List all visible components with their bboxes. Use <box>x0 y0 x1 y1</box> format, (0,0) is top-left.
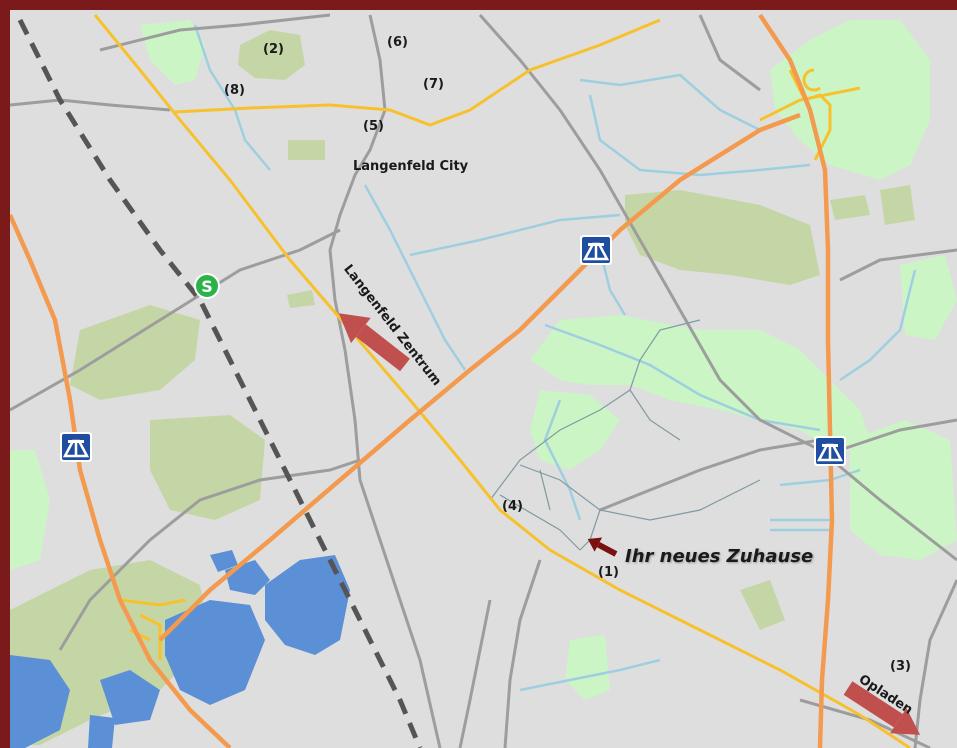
green-area-west <box>10 450 50 570</box>
olive-area-west <box>70 305 200 400</box>
marker-6: (6) <box>387 35 408 50</box>
grey-roads <box>10 13 957 748</box>
major-road-east <box>758 13 835 748</box>
street-1 <box>489 319 701 501</box>
olive-area-northeast-small <box>830 195 870 220</box>
lake-2 <box>265 555 350 655</box>
olive-area-north <box>238 30 305 80</box>
grey-road-9 <box>839 418 957 452</box>
grey-road-3 <box>328 14 387 351</box>
yellow-road-northeast <box>759 86 861 122</box>
grey-road-10 <box>913 579 957 748</box>
marker-5: (5) <box>363 119 384 134</box>
arrow-opladen <box>843 681 921 735</box>
olive-area-small-south <box>740 580 785 630</box>
stream-5 <box>588 94 811 177</box>
local-streets <box>489 319 761 551</box>
marker-8: (8) <box>224 83 245 98</box>
yellow-road-diagonal <box>93 14 911 748</box>
major-road-west <box>10 214 232 748</box>
green-area-southeast <box>850 420 957 560</box>
lakes <box>10 550 350 748</box>
olive-area-small <box>288 140 325 160</box>
grey-road-11 <box>599 438 821 512</box>
s-bahn-letter: S <box>201 277 213 296</box>
grey-road-8 <box>839 248 957 282</box>
stream-6 <box>544 323 821 432</box>
stream-3 <box>409 213 621 257</box>
street-2 <box>519 464 601 511</box>
green-areas <box>10 20 957 700</box>
marker-7: (7) <box>423 77 444 92</box>
grey-road-2 <box>99 13 331 52</box>
marker-2: (2) <box>263 42 284 57</box>
major-road-diagonal <box>158 112 801 642</box>
olive-area-lower-center <box>287 290 315 308</box>
major-roads <box>10 13 835 748</box>
grey-road-12 <box>503 559 542 748</box>
s-bahn-station-icon: S <box>194 273 220 299</box>
lake-7 <box>88 715 115 748</box>
yellow-road-north <box>174 18 661 127</box>
olive-area-center <box>625 190 820 285</box>
grey-road-5 <box>343 349 442 748</box>
lake-1 <box>165 600 265 705</box>
olive-area-right <box>880 185 915 225</box>
grey-road-6 <box>478 14 957 562</box>
olive-area-southwest <box>150 415 265 520</box>
marker-4: (4) <box>502 499 523 514</box>
grey-road-7 <box>698 14 761 92</box>
stream-2 <box>363 184 467 371</box>
city-label: Langenfeld City <box>353 159 469 174</box>
stream-4 <box>579 73 761 132</box>
green-area-east-lower <box>530 390 620 470</box>
grey-road-14 <box>458 599 492 748</box>
street-3 <box>499 494 581 551</box>
stream-10 <box>519 658 661 692</box>
railway-line <box>17 18 423 748</box>
lake-5 <box>100 670 160 725</box>
lake-6 <box>10 655 70 748</box>
street-7 <box>629 389 681 441</box>
stream-7 <box>543 399 582 521</box>
stream-8 <box>839 269 917 382</box>
home-label: Ihr neues Zuhause <box>625 546 814 567</box>
grey-road-13 <box>58 458 361 651</box>
marker-1: (1) <box>598 565 619 580</box>
grey-road-1 <box>10 98 171 112</box>
arrow-langenfeld-zentrum <box>338 313 410 372</box>
motorway-sign-icon <box>814 436 846 466</box>
marker-3: (3) <box>890 659 911 674</box>
green-area-northeast <box>770 20 930 180</box>
home-pointer-arrow <box>587 537 618 557</box>
motorway-sign-icon <box>60 432 92 462</box>
motorway-sign-icon <box>580 235 612 265</box>
street-4 <box>539 469 551 511</box>
olive-areas <box>10 30 915 745</box>
green-area-south <box>565 635 610 700</box>
street-6 <box>599 479 761 521</box>
lake-4 <box>210 550 238 572</box>
yellow-roads <box>93 14 911 748</box>
